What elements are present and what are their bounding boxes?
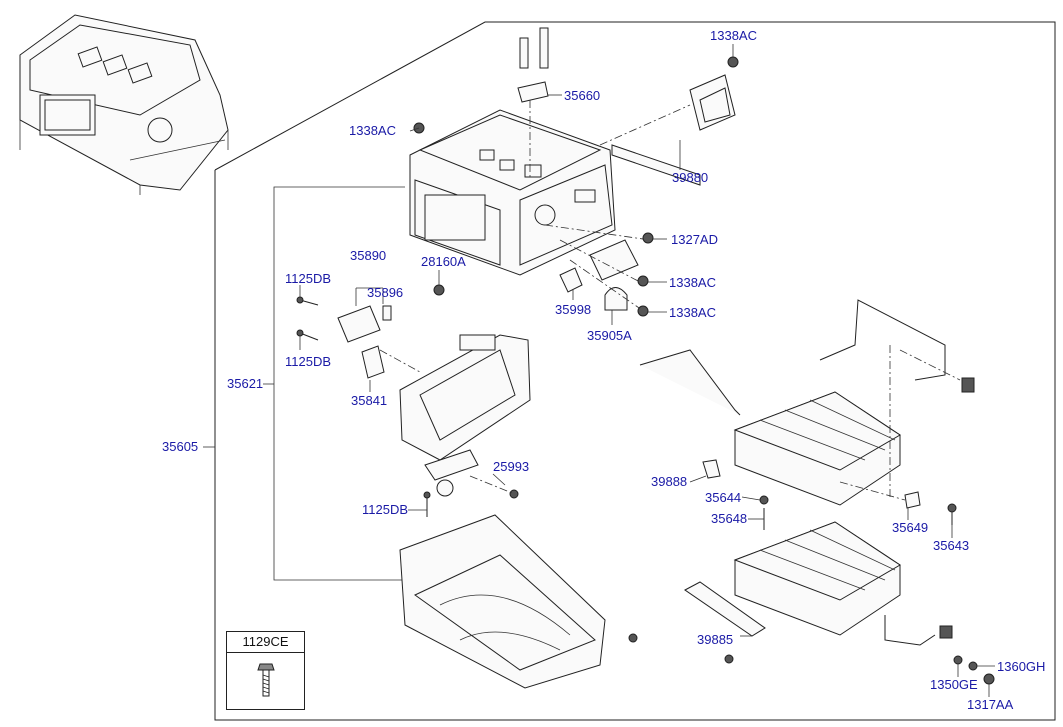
label-35648: 35648 <box>711 511 748 526</box>
label-35660: 35660 <box>564 88 601 103</box>
label-25993: 25993 <box>493 459 530 474</box>
label-1338ac-left: 1338AC <box>349 123 396 138</box>
lower-tray <box>399 514 606 689</box>
label-1125db-3: 1125DB <box>362 502 409 517</box>
label-35644: 35644 <box>705 490 742 505</box>
label-1125db-1: 1125DB <box>285 271 332 286</box>
control-board <box>379 334 531 461</box>
leader-lines <box>299 44 995 697</box>
label-35621: 35621 <box>227 376 264 391</box>
label-35998: 35998 <box>555 302 592 317</box>
battery-module-upper <box>733 391 901 506</box>
label-35605: 35605 <box>162 439 199 454</box>
label-35643: 35643 <box>933 538 970 553</box>
overview-assembly <box>19 14 229 195</box>
label-35649: 35649 <box>892 520 929 535</box>
bracket-39880 <box>599 74 736 186</box>
assembly-frame <box>214 21 1056 721</box>
label-1338ac-mid: 1338AC <box>669 275 716 290</box>
upper-housing <box>409 109 616 276</box>
label-1350ge: 1350GE <box>930 677 978 692</box>
relay-block <box>337 287 392 379</box>
label-39880: 39880 <box>672 170 709 185</box>
gasket-parts <box>544 224 651 311</box>
label-1125db-2: 1125DB <box>285 354 332 369</box>
label-35841: 35841 <box>351 393 388 408</box>
label-39885: 39885 <box>697 632 734 647</box>
legend-title: 1129CE <box>227 632 304 653</box>
label-28160a: 28160A <box>421 254 466 269</box>
label-35905a: 35905A <box>587 328 632 343</box>
label-1317aa: 1317AA <box>967 697 1014 712</box>
label-1338ac-top: 1338AC <box>710 28 757 43</box>
label-1327ad: 1327AD <box>671 232 718 247</box>
connector-assembly <box>424 449 513 497</box>
battery-module-lower <box>733 521 901 636</box>
label-1338ac-low: 1338AC <box>669 305 716 320</box>
label-1360gh: 1360GH <box>997 659 1046 674</box>
label-35896: 35896 <box>367 285 404 300</box>
sub-assembly-bracket <box>273 186 405 581</box>
bracket-35660 <box>517 27 549 180</box>
legend-box: 1129CE <box>226 631 305 710</box>
label-39888: 39888 <box>651 474 688 489</box>
bolt-icon <box>257 663 275 697</box>
label-35890: 35890 <box>350 248 387 263</box>
rods <box>639 299 961 646</box>
